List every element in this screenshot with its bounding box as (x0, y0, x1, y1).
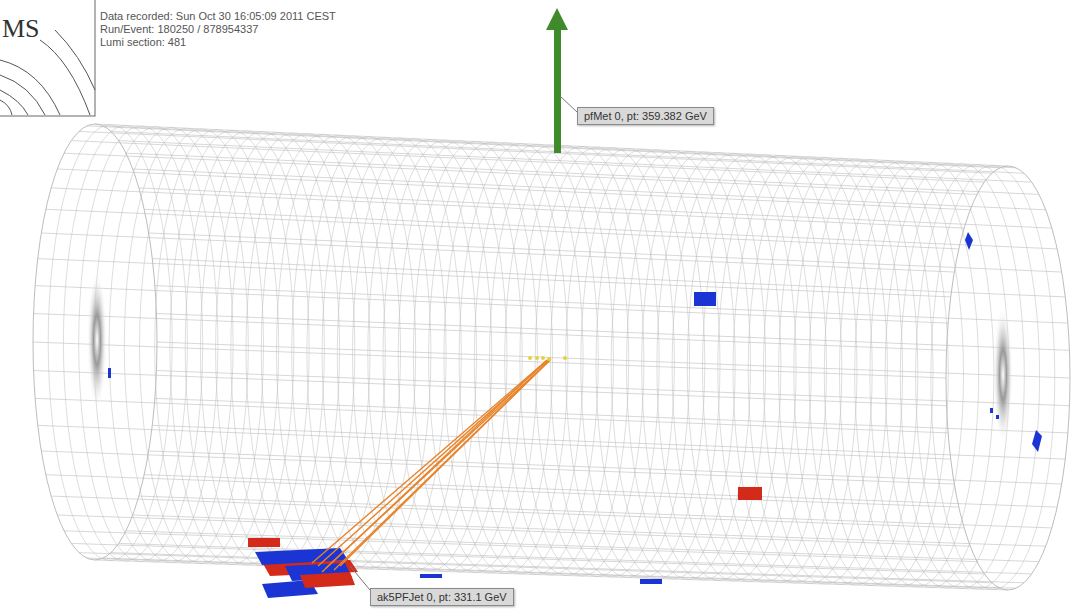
detector-grid (794, 159, 918, 585)
detector-grid (140, 129, 264, 564)
detector-grid (916, 165, 1040, 589)
detector-grid (900, 164, 1024, 589)
detector-grid (261, 135, 385, 568)
detector-grid (611, 151, 735, 579)
logo-frame (0, 0, 95, 116)
calorimeter-hits (108, 232, 1042, 598)
detector-grid (353, 139, 477, 571)
detector-grid (368, 139, 492, 571)
detector-grid (703, 155, 827, 582)
detector-grid (246, 134, 370, 567)
detector-grid (459, 144, 583, 574)
detector-grid (566, 149, 690, 578)
detector-grid (581, 149, 705, 578)
leader-line (560, 96, 577, 112)
beam-glow (87, 270, 107, 410)
jet-tracks (312, 359, 551, 572)
detector-grid (429, 142, 553, 573)
met-arrow (546, 8, 568, 153)
detector-grid (200, 132, 324, 566)
header-text: Run/Event: 180250 / 878954337 (100, 23, 258, 36)
header-text: Data recorded: Sun Oct 30 16:05:09 2011 … (100, 10, 336, 23)
detector-grid (124, 128, 248, 563)
detector-grid (490, 145, 614, 575)
detector-grid (687, 154, 811, 581)
detector-grid (718, 156, 842, 583)
detector-grid (840, 161, 964, 586)
detector-grid (763, 158, 887, 584)
leader-line (350, 566, 370, 590)
detector-grid (520, 146, 644, 576)
detector-grid (535, 147, 659, 576)
detector-grid (748, 157, 872, 584)
detector-grid (809, 160, 933, 586)
detector-grid (672, 153, 796, 581)
detector-grid (383, 140, 507, 571)
detector-grid (48, 125, 172, 561)
detector-grid (779, 158, 903, 584)
object-label: ak5PFJet 0, pt: 331.1 GeV (370, 588, 514, 606)
detector-grid (931, 165, 1055, 589)
detector-grid (657, 153, 781, 581)
detector-grid (94, 127, 218, 562)
detector-grid (79, 126, 203, 561)
detector-grid (642, 152, 766, 580)
detector-grid (185, 131, 309, 565)
detector-grid (870, 163, 994, 588)
object-label: pfMet 0, pt: 359.382 GeV (577, 107, 714, 125)
detector-grid (824, 160, 948, 586)
label-text: ak5PFJet 0, pt: 331.1 GeV (377, 591, 507, 603)
detector-grid (550, 148, 674, 577)
beam-glow (993, 305, 1013, 445)
detector-grid (307, 137, 431, 569)
detector-grid (109, 128, 233, 563)
detector-grid (444, 143, 568, 574)
detector-grid (33, 124, 157, 560)
detector-grid (946, 166, 1070, 590)
detector-grid (155, 130, 279, 564)
label-text: pfMet 0, pt: 359.382 GeV (584, 110, 707, 122)
header-text: Lumi section: 481 (100, 36, 186, 49)
detector-grid (398, 141, 522, 572)
detector-grid (170, 130, 294, 564)
vertices (528, 356, 567, 361)
detector-grid (322, 137, 446, 569)
detector-grid (596, 150, 720, 579)
detector-grid (413, 142, 537, 573)
detector-grid (474, 144, 598, 574)
detector-grid (292, 136, 416, 569)
detector-grid (337, 138, 461, 570)
detector-grid (505, 146, 629, 576)
detector-grid (733, 156, 857, 583)
detector-grid (855, 162, 979, 587)
logo-text: MS (2, 14, 40, 44)
detector-grid (63, 125, 187, 561)
detector-grid (231, 133, 355, 566)
detector-grid (627, 151, 751, 579)
detector-grid (885, 163, 1009, 588)
detector-grid (216, 132, 340, 566)
